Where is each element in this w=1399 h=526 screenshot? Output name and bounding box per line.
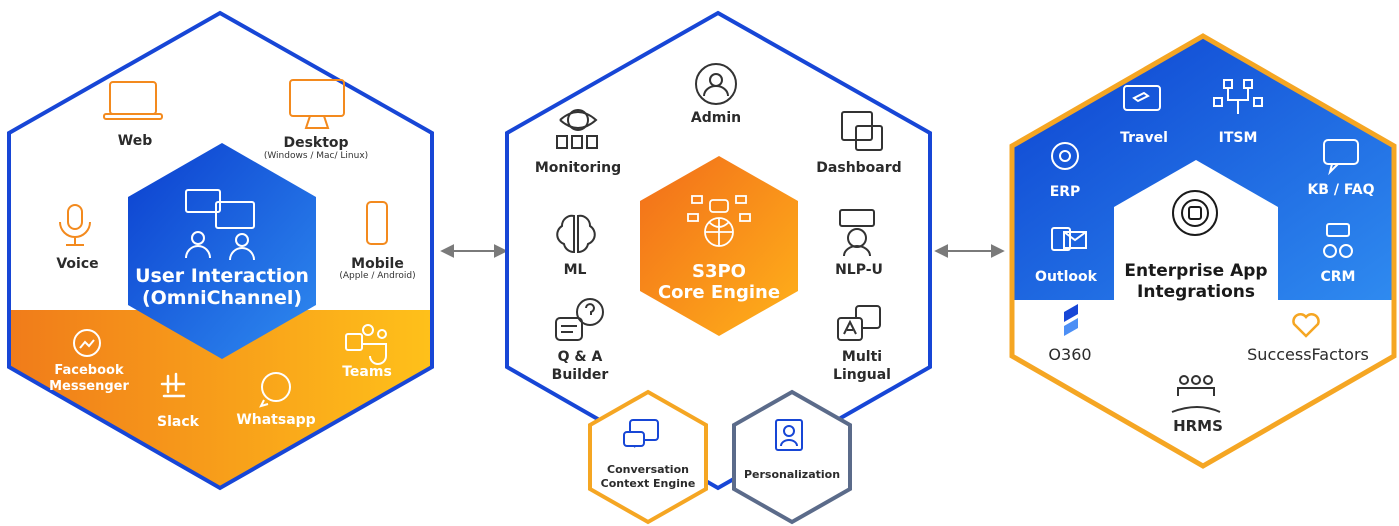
web-icon — [103, 81, 163, 120]
admin-label: Admin — [690, 110, 742, 126]
conversation-label-line1: Conversation — [607, 463, 689, 476]
monitoring-label: Monitoring — [534, 160, 622, 176]
teams-icon — [345, 324, 387, 365]
core-engine-title: S3PO — [692, 261, 746, 282]
profile-card-icon — [775, 419, 803, 451]
whatsapp-label: Whatsapp — [236, 412, 316, 428]
web-label: Web — [117, 133, 153, 149]
heart-icon — [1292, 313, 1320, 338]
gear-robot-icon — [1172, 190, 1218, 236]
mobile-label: Mobile — [351, 256, 404, 272]
crm-label: CRM — [1320, 269, 1356, 285]
outlook-label: Outlook — [1035, 269, 1097, 285]
crm-icon — [1323, 223, 1353, 258]
qa-label-line2: Builder — [551, 367, 609, 383]
monitoring-icon — [556, 109, 598, 149]
facebook-label-line1: Facebook — [54, 363, 124, 378]
omnichannel-subtitle: (OmniChannel) — [141, 287, 303, 309]
facebook-label-line2: Messenger — [49, 379, 129, 394]
slack-label: Slack — [157, 414, 199, 430]
dashboard-label: Dashboard — [816, 160, 902, 176]
erp-gear-icon — [1051, 142, 1079, 170]
erp-label: ERP — [1049, 184, 1081, 200]
robot-globe-icon — [687, 195, 751, 247]
microphone-icon — [59, 204, 91, 246]
successfactors-label: SuccessFactors — [1247, 345, 1369, 364]
teams-label: Teams — [342, 364, 392, 380]
conversation-hexagon — [588, 389, 708, 525]
slack-icon — [160, 372, 186, 398]
faq-icon — [1323, 139, 1359, 176]
messenger-icon — [73, 329, 101, 357]
conversation-label-line2: Context Engine — [600, 477, 696, 490]
o360-label: O360 — [1048, 345, 1092, 364]
itsm-label: ITSM — [1218, 130, 1258, 146]
chat-users-icon — [185, 189, 255, 261]
user-interaction-title: User Interaction — [135, 265, 309, 287]
dashboard-icon — [841, 111, 883, 151]
desktop-icon — [289, 79, 345, 129]
conversation-icon — [623, 419, 659, 448]
multilingual-label-line1: Multi — [841, 349, 883, 365]
whatsapp-icon — [259, 372, 291, 408]
hrms-icon — [1171, 375, 1221, 413]
mobile-icon — [366, 201, 388, 245]
kb-faq-label: KB / FAQ — [1307, 182, 1375, 198]
nlp-icon — [839, 209, 875, 257]
multilingual-label-line2: Lingual — [833, 367, 891, 383]
qa-label-line1: Q & A — [557, 349, 603, 365]
enterprise-title: Enterprise App — [1124, 261, 1268, 281]
hrms-label: HRMS — [1173, 417, 1223, 435]
ml-label: ML — [563, 262, 587, 278]
admin-icon — [695, 63, 737, 105]
brain-icon — [556, 214, 596, 254]
travel-ticket-icon — [1123, 85, 1161, 111]
translate-icon — [837, 305, 881, 341]
voice-label: Voice — [56, 256, 99, 272]
qa-icon — [555, 298, 604, 341]
personalization-label: Personalization — [743, 468, 841, 481]
integrations-subtitle: Integrations — [1137, 282, 1255, 302]
desktop-label: Desktop — [283, 135, 349, 151]
desktop-sublabel: (Windows / Mac/ Linux) — [263, 151, 369, 161]
itsm-network-icon — [1213, 79, 1263, 114]
outlook-icon — [1051, 227, 1087, 251]
o360-icon — [1064, 304, 1078, 336]
right-hexagon — [1009, 33, 1397, 469]
personalization-hexagon — [732, 389, 852, 525]
travel-label: Travel — [1120, 130, 1168, 146]
nlp-u-label: NLP-U — [835, 262, 883, 278]
mobile-sublabel: (Apple / Android) — [339, 271, 416, 281]
core-engine-subtitle: Core Engine — [657, 282, 781, 303]
